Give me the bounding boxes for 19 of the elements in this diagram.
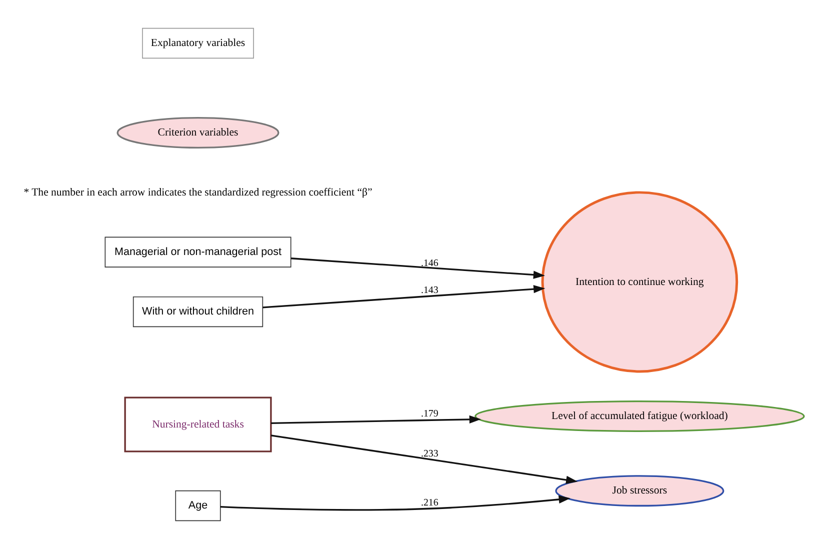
edge-label: .179 (420, 408, 438, 420)
edge-label: .233 (420, 448, 438, 460)
arrow (220, 495, 570, 511)
arrow (270, 434, 578, 484)
legend-label: Explanatory variables (150, 37, 246, 50)
node-circle: Intention to continue working (541, 191, 738, 373)
node-box: Age (175, 490, 221, 522)
edge-label: .216 (420, 497, 438, 508)
edge-label: .146 (420, 258, 438, 269)
arrow (291, 258, 546, 279)
node-box: Nursing-related tasks (124, 396, 272, 452)
label: * The number in each arrow indicates the standardized regression coefficient “β” (24, 186, 372, 198)
arrow (270, 415, 482, 424)
node-box: Managerial or non-managerial post (104, 236, 292, 268)
arrow (262, 285, 546, 308)
legend-label: Criterion variables (158, 126, 238, 139)
node-box: With or without children (132, 296, 264, 328)
node-ellipse: Level of accumulated fatigue (workload) (474, 400, 805, 432)
edge-label: .143 (420, 285, 438, 296)
